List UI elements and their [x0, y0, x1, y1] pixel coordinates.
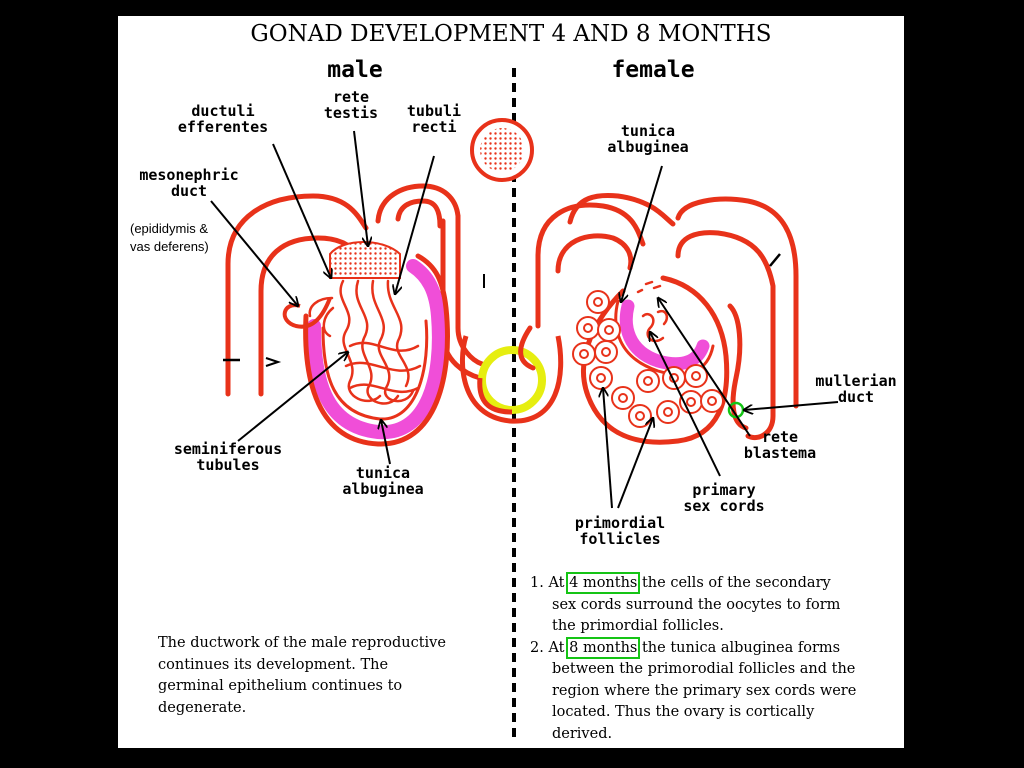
note-2-line: located. Thus the ovary is cortically — [552, 704, 815, 720]
arrow-semi — [237, 352, 348, 442]
label-mulle-line2: duct — [837, 387, 875, 406]
label-rete-blastema: rete blastema — [730, 428, 830, 462]
page-title: GONAD DEVELOPMENT 4 AND 8 MONTHS — [250, 21, 772, 47]
center-section-top — [470, 118, 534, 182]
label-prim-line2: follicles — [579, 529, 661, 548]
male-paragraph-line: germinal epithelium continues to — [158, 678, 403, 694]
label-rete-line2: testis — [323, 103, 379, 122]
note-1-first-line: 1. At 4 months the cells of the secondar… — [530, 572, 856, 595]
note-2-first-line: 2. At 8 months the tunica albuginea form… — [530, 636, 856, 660]
label-semi-line1: seminiferous — [173, 440, 283, 458]
note-2-highlight: 8 months — [566, 636, 641, 659]
label-rete-testis: rete testis — [316, 88, 386, 122]
female-outer-wall — [518, 192, 799, 441]
note-2-pre: At — [548, 639, 570, 656]
label-meso-note-line1: (epididymis & — [130, 221, 209, 236]
label-arrows — [210, 130, 839, 509]
arrow-primary-cords — [650, 332, 721, 477]
label-meso-line2: duct — [170, 181, 208, 200]
female-notes: 1. At 4 months the cells of the secondar… — [530, 572, 857, 746]
note-1-post: the cells of the secondary — [637, 575, 831, 591]
label-meso-note-line2: vas deferens) — [130, 239, 209, 254]
male-paragraph-line: continues its development. The — [158, 656, 389, 673]
note-2-line: between the primorodial follicles and th… — [552, 661, 856, 677]
label-tubuli-line2: recti — [411, 117, 457, 136]
arrow-tubuli — [395, 155, 435, 294]
note-1-number: 1. — [530, 575, 544, 591]
label-male-tunica-line2: albuginea — [342, 479, 424, 498]
rete-testis — [329, 241, 401, 279]
note-1-pre: At — [548, 575, 570, 591]
mullerian-duct — [727, 303, 749, 431]
male-heading: male — [327, 57, 383, 83]
note-1-highlight: 4 months — [566, 572, 641, 594]
label-mullerian: mullerian duct — [808, 372, 904, 406]
label-male-tunica: tunica albuginea — [333, 464, 433, 498]
note-2: 2. At 8 months the tunica albuginea form… — [530, 636, 857, 746]
arrow-rete-blastema — [658, 298, 751, 437]
female-right-tick — [769, 253, 781, 267]
arrow-mullerian — [744, 401, 839, 410]
label-primary-sex-cords: primary sex cords — [674, 481, 774, 515]
label-female-tunica-line2: albuginea — [607, 137, 689, 156]
label-mulle-line1: mullerian — [815, 372, 897, 390]
center-lower-loop — [459, 335, 564, 424]
label-primary-line2: sex cords — [683, 496, 765, 515]
label-mesonephric-note: (epididymis & vas deferens) — [130, 220, 209, 256]
female-heading: female — [611, 57, 695, 83]
male-paragraph-line: The ductwork of the male reproductive — [158, 635, 446, 651]
label-ductuli-line2: efferentes — [177, 117, 269, 136]
label-female-tunica-line1: tunica — [620, 122, 676, 140]
label-male-tunica-line1: tunica — [355, 464, 411, 482]
primordial-follicles — [572, 290, 724, 428]
label-mesonephric: mesonephric duct — [126, 166, 252, 200]
label-seminiferous: seminiferous tubules — [163, 440, 293, 474]
label-meso-line1: mesonephric — [139, 166, 239, 184]
note-1-line: sex cords surround the oocytes to form — [552, 596, 841, 613]
label-semi-line2: tubules — [196, 455, 260, 474]
primary-sex-cords — [636, 280, 669, 343]
label-blastema-line1: rete — [761, 428, 799, 446]
arrow-rete — [353, 130, 368, 246]
slide-panel: GONAD DEVELOPMENT 4 AND 8 MONTHS male fe… — [118, 16, 904, 748]
label-tubuli-recti: tubuli recti — [396, 102, 472, 136]
arrow-prim-2 — [617, 418, 653, 509]
male-testis — [303, 253, 450, 447]
note-2-line: region where the primary sex cords were — [552, 682, 857, 699]
label-ductuli-line1: ductuli — [191, 102, 255, 120]
male-paragraph: The ductwork of the male reproductive co… — [158, 633, 446, 719]
label-primary-line1: primary — [692, 481, 756, 499]
arrow-prim-1 — [603, 388, 613, 509]
note-1: 1. At 4 months the cells of the secondar… — [530, 572, 856, 638]
label-tubuli-line1: tubuli — [406, 102, 462, 120]
male-paragraph-line: degenerate. — [158, 699, 247, 716]
note-1-line: the primordial follicles. — [552, 618, 724, 634]
note-2-post: the tunica albuginea forms — [637, 639, 841, 656]
note-2-number: 2. — [530, 639, 544, 656]
label-ductuli: ductuli efferentes — [168, 102, 278, 136]
arrow-ductuli — [272, 143, 331, 278]
arrow-male-tunica — [381, 420, 391, 465]
label-primordial-follicles: primordial follicles — [558, 514, 682, 548]
label-female-tunica: tunica albuginea — [598, 122, 698, 156]
gonad-diagram — [210, 68, 839, 738]
label-blastema-line2: blastema — [743, 443, 817, 462]
label-prim-line1: primordial — [574, 514, 666, 532]
note-2-line: derived. — [552, 725, 613, 742]
arrow-female-tunica — [621, 165, 663, 302]
label-rete-line1: rete — [332, 88, 370, 106]
arrow-meso — [210, 200, 298, 306]
male-left-tick-2 — [265, 357, 282, 367]
